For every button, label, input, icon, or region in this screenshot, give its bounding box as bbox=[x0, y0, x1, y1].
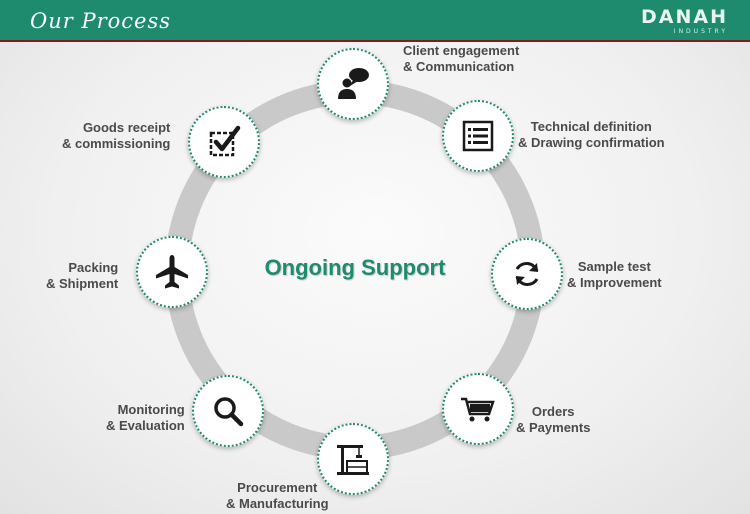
header-bar: Our Process DANAH INDUSTRY bbox=[0, 0, 750, 42]
step-label-line2: & Evaluation bbox=[106, 418, 185, 433]
step-node-technical-definition bbox=[442, 100, 514, 172]
step-node-procurement bbox=[317, 423, 389, 495]
step-label-line1: Packing bbox=[68, 260, 119, 275]
step-label-line2: & Communication bbox=[403, 59, 515, 74]
document-list-icon bbox=[462, 120, 494, 152]
logo-subtext: INDUSTRY bbox=[673, 28, 728, 35]
step-label-procurement: Procurement & Manufacturing bbox=[226, 480, 329, 512]
shopping-cart-icon bbox=[461, 397, 495, 422]
step-label-monitoring: Monitoring & Evaluation bbox=[106, 402, 185, 434]
step-label-line1: Goods receipt bbox=[82, 120, 171, 135]
step-label-goods-receipt: Goods receipt & commissioning bbox=[62, 120, 170, 152]
airplane-icon bbox=[156, 255, 188, 289]
step-label-line1: Sample test bbox=[577, 259, 651, 274]
step-node-packing bbox=[136, 236, 208, 308]
step-node-orders bbox=[442, 373, 514, 445]
step-label-technical-definition: Technical definition & Drawing confirmat… bbox=[518, 119, 665, 151]
step-label-line1: Procurement bbox=[237, 480, 318, 495]
step-label-line2: & commissioning bbox=[62, 136, 171, 151]
step-label-line1: Monitoring bbox=[117, 402, 185, 417]
step-label-sample-test: Sample test & Improvement bbox=[567, 259, 662, 291]
step-node-monitoring bbox=[192, 375, 264, 447]
step-node-sample-test bbox=[491, 238, 563, 310]
step-label-line2: & Manufacturing bbox=[226, 496, 329, 511]
company-logo: DANAH INDUSTRY bbox=[641, 6, 728, 36]
page-title: Our Process bbox=[30, 9, 172, 33]
step-label-client-engagement: Client engagement & Communication bbox=[403, 43, 519, 75]
center-title: Ongoing Support bbox=[264, 255, 446, 280]
refresh-icon bbox=[515, 262, 539, 286]
step-label-line1: Technical definition bbox=[530, 119, 652, 134]
step-label-packing: Packing & Shipment bbox=[46, 260, 118, 292]
logo-text: DANAH bbox=[641, 6, 728, 28]
step-node-client-engagement bbox=[317, 48, 389, 120]
step-label-line2: & Improvement bbox=[567, 275, 662, 290]
checkbox-icon bbox=[209, 125, 241, 157]
step-node-goods-receipt bbox=[188, 106, 260, 178]
step-label-line1: Client engagement bbox=[403, 43, 520, 58]
step-label-line2: & Payments bbox=[516, 420, 591, 435]
step-label-line1: Orders bbox=[531, 404, 575, 419]
step-label-line2: & Shipment bbox=[46, 276, 119, 291]
person-speech-icon bbox=[338, 68, 369, 99]
magnifier-icon bbox=[214, 397, 244, 427]
factory-crane-icon bbox=[337, 445, 369, 475]
step-label-line2: & Drawing confirmation bbox=[518, 135, 665, 150]
step-label-orders: Orders & Payments bbox=[516, 404, 590, 436]
